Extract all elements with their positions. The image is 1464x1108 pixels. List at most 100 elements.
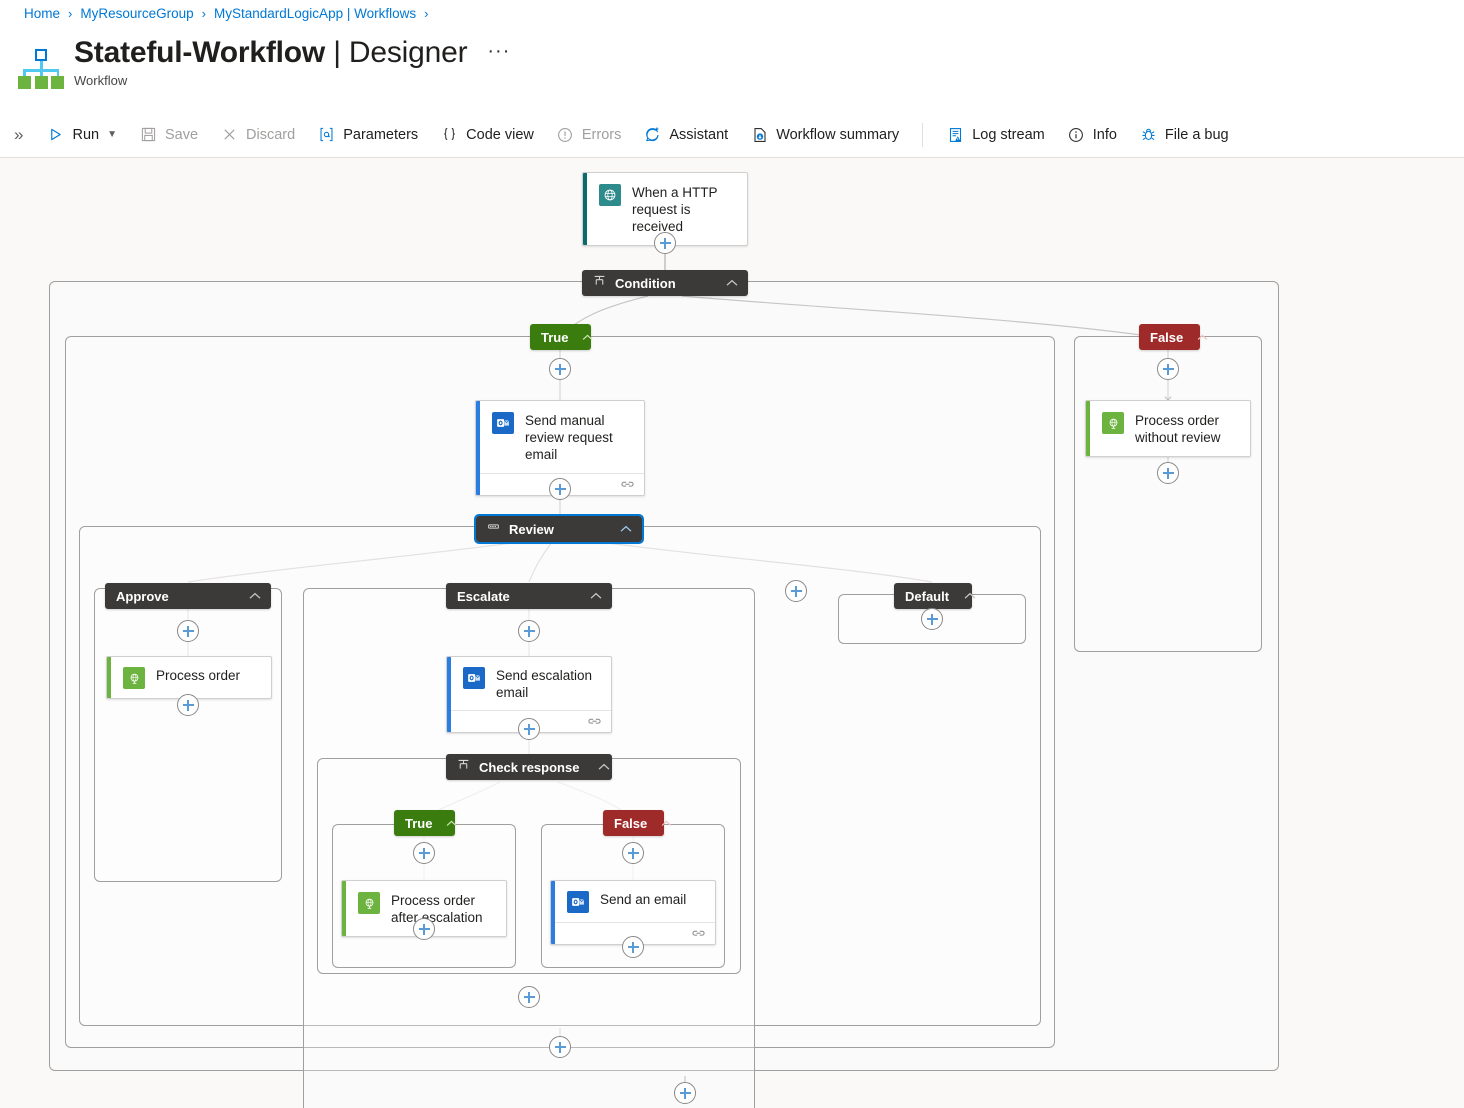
branch-label-false[interactable]: False (603, 810, 672, 836)
info-icon (1067, 125, 1086, 144)
breadcrumb-item-logic-app[interactable]: MyStandardLogicApp | Workflows (214, 6, 417, 21)
more-options-button[interactable]: ··· (487, 40, 511, 62)
add-action-button[interactable] (1157, 358, 1179, 380)
code-view-label: Code view (466, 126, 534, 143)
node-title: Review (509, 521, 554, 537)
node-check-response[interactable]: Check response (446, 754, 612, 780)
chevron-up-icon[interactable] (577, 334, 593, 341)
parameters-label: Parameters (343, 126, 419, 143)
expand-menu-icon[interactable]: » (14, 125, 24, 144)
add-action-button[interactable] (921, 608, 943, 630)
node-accent-bar (107, 657, 111, 698)
node-title: Process order after escalation (391, 893, 483, 925)
breadcrumb-separator-icon: › (201, 6, 206, 21)
chevron-up-icon[interactable] (1192, 334, 1208, 341)
breadcrumb: Home › MyResourceGroup › MyStandardLogic… (24, 6, 428, 21)
info-button[interactable]: Info (1056, 119, 1128, 150)
errors-icon (556, 125, 575, 144)
page-title-suffix: | Designer (333, 36, 468, 69)
node-title: Send manual review request email (525, 413, 613, 462)
branch-label-true[interactable]: True (530, 324, 593, 350)
branch-title: False (1150, 329, 1184, 345)
play-icon (46, 125, 65, 144)
assistant-button[interactable]: Assistant (632, 119, 739, 150)
chevron-up-icon[interactable] (441, 820, 457, 827)
chevron-up-icon[interactable] (716, 279, 738, 287)
branch-title: False (614, 815, 648, 831)
parameters-button[interactable]: Parameters (306, 119, 429, 150)
code-view-button[interactable]: Code view (429, 119, 545, 150)
branch-label-true[interactable]: True (394, 810, 457, 836)
add-action-button[interactable] (413, 918, 435, 940)
case-title: Approve (116, 588, 169, 604)
add-action-button[interactable] (177, 694, 199, 716)
outlook-icon (463, 667, 485, 689)
chevron-down-icon[interactable]: ▼ (107, 129, 117, 140)
condition-icon (593, 274, 606, 292)
chevron-up-icon[interactable] (239, 592, 261, 600)
add-action-button[interactable] (1157, 462, 1179, 484)
connection-link-icon (621, 479, 634, 490)
chevron-up-icon[interactable] (656, 820, 672, 827)
node-process-order[interactable]: Process order (106, 656, 272, 699)
discard-button[interactable]: Discard (209, 119, 306, 150)
node-connection-footer (551, 922, 715, 944)
add-action-button[interactable] (674, 1082, 696, 1104)
save-label: Save (164, 126, 199, 143)
log-stream-button[interactable]: Log stream (935, 119, 1056, 150)
case-label-approve[interactable]: Approve (105, 583, 271, 609)
node-send-an-email[interactable]: Send an email (550, 880, 716, 945)
workflow-summary-button[interactable]: Workflow summary (739, 119, 910, 150)
save-button[interactable]: Save (128, 119, 209, 150)
save-icon (139, 125, 158, 144)
errors-button[interactable]: Errors (545, 119, 632, 150)
workflow-graph: When a HTTP request is received Conditio… (0, 158, 1464, 1108)
add-action-button[interactable] (654, 232, 676, 254)
case-label-escalate[interactable]: Escalate (446, 583, 612, 609)
run-label: Run (72, 126, 100, 143)
case-label-default[interactable]: Default (894, 583, 976, 609)
add-action-button[interactable] (549, 1036, 571, 1058)
connection-link-icon (588, 716, 601, 727)
add-action-button[interactable] (177, 620, 199, 642)
case-title: Escalate (457, 588, 510, 604)
http-icon (1102, 412, 1124, 434)
node-title: Check response (479, 759, 580, 775)
chevron-up-icon[interactable] (958, 592, 976, 600)
add-action-button[interactable] (549, 478, 571, 500)
node-condition[interactable]: Condition (582, 270, 748, 296)
breadcrumb-item-home[interactable]: Home (24, 6, 61, 21)
add-action-button[interactable] (622, 936, 644, 958)
node-accent-bar (342, 881, 346, 936)
node-process-order-without-review[interactable]: Process order without review (1085, 400, 1251, 457)
chevron-up-icon[interactable] (580, 592, 602, 600)
chevron-up-icon[interactable] (588, 763, 610, 771)
switch-icon (487, 520, 500, 538)
case-title: Default (905, 588, 950, 604)
node-accent-bar (476, 401, 480, 495)
branch-label-false[interactable]: False (1139, 324, 1208, 350)
run-button[interactable]: Run ▼ (35, 119, 128, 150)
node-title: Process order without review (1135, 413, 1221, 445)
node-accent-bar (1086, 401, 1090, 456)
breadcrumb-item-resource-group[interactable]: MyResourceGroup (80, 6, 194, 21)
node-title: Condition (615, 275, 676, 291)
add-action-button[interactable] (622, 842, 644, 864)
file-a-bug-button[interactable]: File a bug (1128, 119, 1240, 150)
log-stream-label: Log stream (972, 126, 1045, 143)
add-action-button[interactable] (413, 842, 435, 864)
node-connection-footer (447, 710, 611, 732)
node-accent-bar (447, 657, 451, 732)
add-action-button[interactable] (549, 358, 571, 380)
chevron-up-icon[interactable] (610, 525, 632, 533)
add-action-button[interactable] (518, 986, 540, 1008)
node-review[interactable]: Review (474, 514, 644, 544)
breadcrumb-separator-icon: › (68, 6, 73, 21)
add-case-button[interactable] (785, 580, 807, 602)
command-bar-divider (922, 122, 924, 147)
node-title: Send escalation email (496, 668, 593, 700)
add-action-button[interactable] (518, 620, 540, 642)
add-action-button[interactable] (518, 718, 540, 740)
workflow-designer-canvas[interactable]: When a HTTP request is received Conditio… (0, 158, 1464, 1108)
condition-icon (457, 758, 470, 776)
